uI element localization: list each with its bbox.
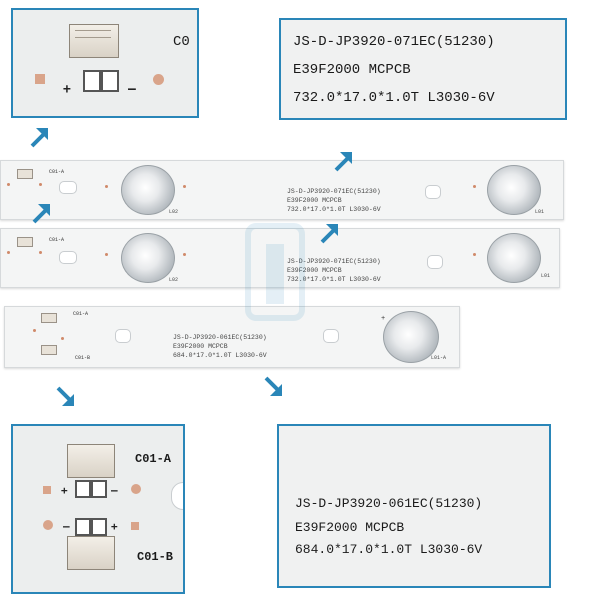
strip-c-slot	[115, 329, 131, 343]
led-strip-a: C01-A L02 JS-D-JP3920-071EC(51230) E39F2…	[0, 160, 564, 220]
arrow-up-right-icon	[32, 204, 50, 224]
strip-a-dimension: 732.0*17.0*1.0T L3030-6V	[287, 206, 381, 213]
solder-pad-square	[131, 522, 139, 530]
strip-b-slot	[427, 255, 443, 269]
strip-a-model: E39F2000 MCPCB	[287, 197, 342, 204]
strip-c-pad	[33, 329, 36, 332]
strip-a-part-number: JS-D-JP3920-071EC(51230)	[287, 188, 381, 195]
strip-a-label-text: JS-D-JP3920-071EC(51230) E39F2000 MCPCB …	[287, 187, 381, 214]
strip-c-part-number: JS-D-JP3920-061EC(51230)	[173, 334, 267, 341]
watermark-logo	[245, 223, 305, 321]
model-text: E39F2000 MCPCB	[293, 62, 411, 78]
strip-b-pad	[183, 253, 186, 256]
strip-c-model: E39F2000 MCPCB	[173, 343, 228, 350]
strip-b-label-text: JS-D-JP3920-071EC(51230) E39F2000 MCPCB …	[287, 257, 381, 284]
terminal	[91, 480, 107, 498]
plus-sign: +	[61, 484, 68, 497]
solder-pad-square	[43, 486, 51, 494]
terminal-right	[101, 70, 119, 92]
connector-zoom-panel-bottom: C01-A + – – + C01-B	[11, 424, 185, 594]
strip-c-plus-sign: +	[381, 315, 386, 323]
solder-pad-round	[43, 520, 53, 530]
arrow-up-right-icon	[30, 128, 48, 148]
strip-b-lens-left-label: L02	[169, 277, 179, 283]
strip-b-lens-right	[487, 233, 541, 283]
terminal-left	[83, 70, 101, 92]
arrow-up-right-icon	[334, 152, 352, 172]
board-cutout	[171, 482, 183, 510]
strip-a-lens-left	[121, 165, 175, 215]
strip-b-pad	[7, 251, 10, 254]
connector-a-housing	[67, 444, 115, 478]
strip-c-pad	[61, 337, 64, 340]
terminal	[91, 518, 107, 536]
connector-a-label: C01-A	[135, 452, 172, 466]
strip-b-part-number: JS-D-JP3920-071EC(51230)	[287, 258, 381, 265]
minus-sign: –	[111, 484, 118, 497]
minus-sign: –	[63, 520, 70, 533]
strip-c-dimension: 684.0*17.0*1.0T L3030-6V	[173, 352, 267, 359]
strip-a-slot	[59, 181, 77, 194]
strip-c-label-text: JS-D-JP3920-061EC(51230) E39F2000 MCPCB …	[173, 333, 267, 360]
strip-a-connector	[17, 169, 33, 179]
strip-b-lens-left	[121, 233, 175, 283]
strip-a-pad	[39, 183, 42, 186]
strip-c-connector-a-label: C01-A	[73, 311, 89, 317]
part-number-text: JS-D-JP3920-071EC(51230)	[293, 34, 495, 50]
connector-zoom-panel-top: C0 + –	[11, 8, 199, 118]
connector-b-housing	[67, 536, 115, 570]
strip-b-lens-right-label: L01	[541, 273, 551, 279]
plus-sign: +	[63, 82, 71, 97]
strip-b-pad	[473, 253, 476, 256]
strip-c-connector-a	[41, 313, 57, 323]
connector-ridges	[75, 30, 111, 38]
strip-b-slot	[59, 251, 77, 264]
solder-pad-round	[153, 74, 164, 85]
strip-c-lens	[383, 311, 439, 363]
strip-a-pad	[7, 183, 10, 186]
strip-a-pad	[105, 185, 108, 188]
model-text: E39F2000 MCPCB	[295, 520, 405, 535]
minus-sign: –	[128, 82, 136, 97]
strip-b-model: E39F2000 MCPCB	[287, 267, 342, 274]
strip-a-pad	[183, 185, 186, 188]
solder-pad-square	[35, 74, 45, 84]
connector-b-label: C01-B	[137, 550, 174, 564]
strip-a-pad	[473, 185, 476, 188]
arrow-down-right-icon	[56, 386, 74, 406]
strip-c-connector-b	[41, 345, 57, 355]
connector-label: C0	[173, 34, 190, 50]
strip-a-lens-left-label: L02	[169, 209, 179, 215]
arrow-up-right-icon	[320, 224, 338, 244]
dimension-text: 684.0*17.0*1.0T L3030-6V	[295, 542, 483, 557]
part-number-text: JS-D-JP3920-061EC(51230)	[295, 496, 483, 511]
plus-sign: +	[111, 520, 118, 533]
strip-b-connector	[17, 237, 33, 247]
dimension-text: 732.0*17.0*1.0T L3030-6V	[293, 90, 495, 106]
label-zoom-panel-bottom: JS-D-JP3920-061EC(51230) E39F2000 MCPCB …	[277, 424, 551, 588]
strip-c-connector-b-label: C01-B	[75, 355, 91, 361]
strip-a-lens-right-label: L01	[535, 209, 545, 215]
strip-b-pad	[39, 251, 42, 254]
led-strip-b: C01-A L02 JS-D-JP3920-071EC(51230) E39F2…	[0, 228, 560, 288]
terminal	[75, 480, 91, 498]
solder-pad-round	[131, 484, 141, 494]
arrow-down-right-icon	[264, 376, 282, 396]
strip-b-dimension: 732.0*17.0*1.0T L3030-6V	[287, 276, 381, 283]
connector-housing	[69, 24, 119, 58]
strip-b-pad	[105, 253, 108, 256]
strip-a-slot	[425, 185, 441, 199]
strip-b-connector-label: C01-A	[49, 237, 65, 243]
led-strip-c: C01-A C01-B JS-D-JP3920-061EC(51230) E39…	[4, 306, 460, 368]
strip-c-lens-label: L01-A	[431, 355, 447, 361]
terminal	[75, 518, 91, 536]
strip-c-slot	[323, 329, 339, 343]
label-zoom-panel-top: JS-D-JP3920-071EC(51230) E39F2000 MCPCB …	[279, 18, 567, 120]
strip-a-lens-right	[487, 165, 541, 215]
strip-a-connector-label: C01-A	[49, 169, 65, 175]
